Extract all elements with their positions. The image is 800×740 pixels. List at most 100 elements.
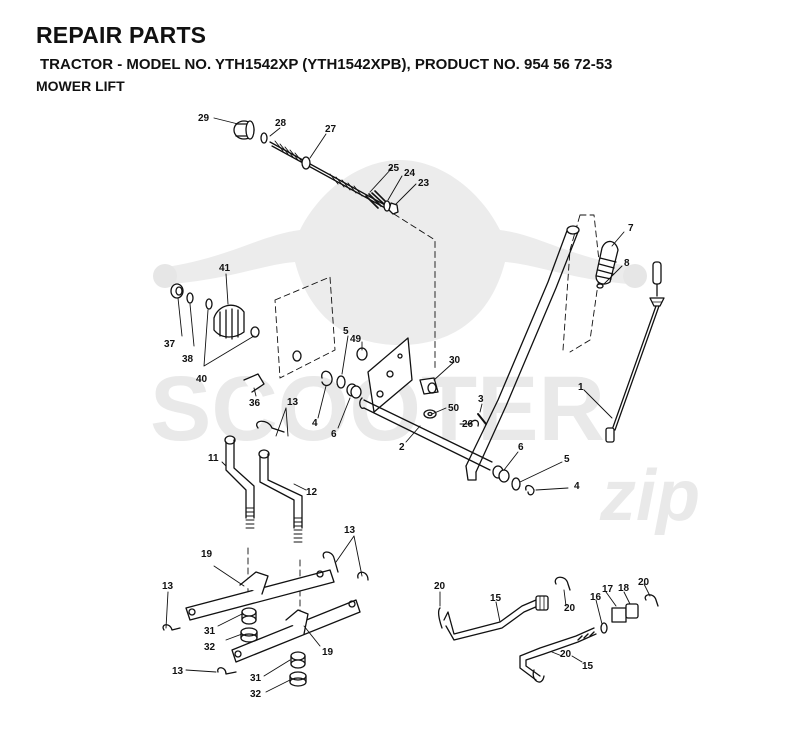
callout-20-c: 20 [638, 577, 650, 588]
knob-29 [233, 120, 255, 140]
header: REPAIR PARTS [36, 22, 206, 49]
callout-19-lower: 19 [322, 647, 334, 658]
page-subtitle: TRACTOR - MODEL NO. YTH1542XP (YTH1542XP… [40, 56, 613, 73]
bolt-37 [170, 283, 184, 299]
nut-32-upper [240, 627, 258, 643]
washer-5-lower [511, 477, 521, 491]
callout-20-d: 20 [560, 649, 572, 660]
clip-4-upper [321, 370, 333, 387]
callout-25: 25 [388, 163, 400, 174]
bushing-31-upper [241, 607, 257, 625]
callout-20-a: 20 [434, 581, 446, 592]
callout-13-left: 13 [162, 581, 174, 592]
hairpin-20-a [437, 607, 443, 629]
spring-25 [365, 190, 387, 209]
ferrule-17 [611, 607, 627, 623]
rod-15-lower [519, 627, 597, 681]
callout-11: 11 [208, 453, 219, 464]
callout-3: 3 [478, 394, 484, 405]
watermark-wheel-left [153, 264, 177, 288]
callout-8: 8 [624, 258, 630, 269]
callout-24: 24 [404, 168, 416, 179]
callout-5-lower: 5 [564, 454, 570, 465]
rod-15-upper [443, 595, 549, 641]
callout-13-bottom: 13 [172, 666, 184, 677]
callout-26: 26 [462, 419, 474, 430]
callout-27: 27 [325, 124, 337, 135]
callout-38: 38 [182, 354, 194, 365]
callout-31-lower: 31 [250, 673, 262, 684]
lift-arm-19-upper [185, 569, 335, 621]
callout-2: 2 [399, 442, 405, 453]
hairpin-13-upper [256, 420, 285, 433]
bracket-41 [213, 304, 245, 340]
washer-28 [260, 132, 268, 144]
callout-31-upper: 31 [204, 626, 216, 637]
lift-rod-1 [605, 261, 665, 443]
washer-50 [423, 409, 437, 419]
lift-arm-lever [465, 225, 580, 481]
lift-link-11 [224, 435, 255, 529]
callout-13-upper: 13 [287, 397, 299, 408]
ring-8 [596, 283, 604, 289]
bushing-30 [419, 377, 439, 395]
washer-40a [205, 298, 213, 310]
callout-28: 28 [275, 118, 287, 129]
nut-16 [600, 622, 608, 634]
callout-13-right: 13 [344, 525, 356, 536]
callout-50: 50 [448, 403, 460, 414]
section-title: MOWER LIFT [36, 78, 125, 94]
watermark-wheel-right [623, 264, 647, 288]
callout-37: 37 [164, 339, 176, 350]
callout-41: 41 [219, 263, 231, 274]
hairpin-20-b [554, 576, 571, 591]
callout-16: 16 [590, 592, 602, 603]
clip-4-lower [525, 484, 535, 496]
watermark-text-sub: zip [599, 456, 700, 536]
lift-plate [367, 337, 413, 413]
watermark: SCOOTER zip [150, 160, 700, 536]
hairpin-13-bottom [217, 667, 237, 675]
pin-26 [469, 419, 480, 427]
callout-20-b: 20 [564, 603, 576, 614]
washer-40b [250, 326, 260, 338]
callout-30: 30 [449, 355, 461, 366]
lift-link-12 [258, 449, 303, 543]
grip-7 [595, 240, 619, 285]
callout-15-lower: 15 [582, 661, 594, 672]
washer-5-upper [336, 375, 346, 389]
watermark-handlebar-shape [160, 160, 640, 345]
callout-4-lower: 4 [574, 481, 580, 492]
bolt-3 [477, 413, 487, 425]
hole-small [292, 350, 302, 362]
callout-5-upper: 5 [343, 326, 349, 337]
lift-arm-19-lower [231, 599, 361, 663]
hairpin-20-c [644, 594, 659, 607]
nut-32-lower [289, 671, 307, 687]
callout-29: 29 [198, 113, 210, 124]
hairpin-13-left [162, 624, 181, 631]
callout-1: 1 [578, 382, 584, 393]
callout-12: 12 [306, 487, 318, 498]
ferrule-18 [625, 603, 639, 619]
page-title: REPAIR PARTS [36, 22, 207, 48]
callout-6-upper: 6 [331, 429, 337, 440]
hairpin-20-d [532, 669, 545, 683]
callout-32-lower: 32 [250, 689, 262, 700]
washer-38 [186, 292, 194, 304]
clip-36 [243, 373, 265, 393]
callout-19-upper: 19 [201, 549, 213, 560]
bushing-6-lower [492, 465, 510, 483]
bushing-31-lower [290, 651, 306, 669]
nut-23 [388, 202, 399, 215]
callout-4-upper: 4 [312, 418, 318, 429]
callout-7: 7 [628, 223, 634, 234]
callout-49: 49 [350, 334, 362, 345]
callout-numbers: 29 28 27 25 24 23 41 37 38 40 36 5 49 30… [162, 113, 650, 700]
bushing-6-upper [346, 383, 362, 399]
callout-6-lower: 6 [518, 442, 524, 453]
callout-40: 40 [196, 374, 208, 385]
leader-lines [165, 117, 651, 693]
hairpin-13-right [322, 551, 369, 581]
